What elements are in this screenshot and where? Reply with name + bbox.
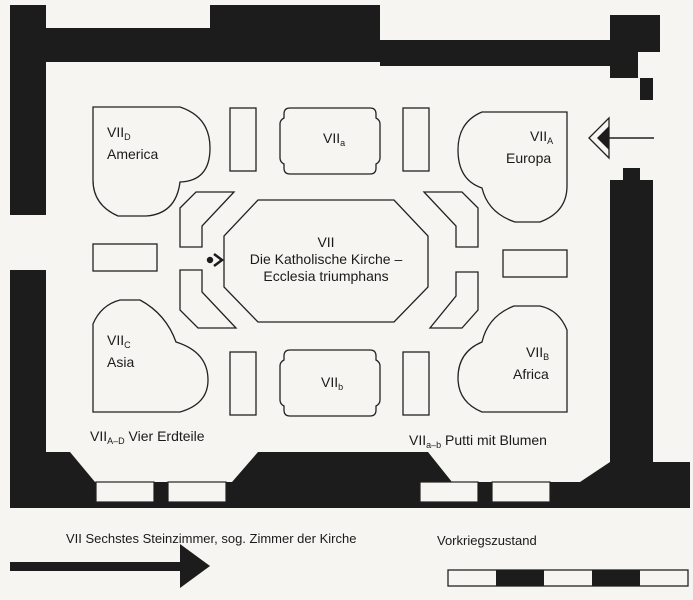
direction-arrow-head [180, 544, 210, 588]
room-label-america: VIID America [107, 124, 158, 163]
legend-right-sub: a–b [426, 440, 442, 450]
diagonal-top-right [422, 191, 479, 248]
room-e-name: Europa [506, 150, 552, 166]
entrance-arrow [588, 116, 654, 160]
legend-right-text: Putti mit Blumen [441, 432, 547, 448]
window-bay [419, 481, 479, 503]
room-b-base: VII [321, 374, 339, 390]
room-label-africa: VIIB Africa [513, 344, 549, 383]
room-c-sub: C [124, 340, 131, 350]
scale-bar-segment [496, 570, 544, 586]
legend-left-base: VII [90, 428, 108, 444]
room-d-name: America [107, 146, 159, 162]
legend-left-sub: A–D [107, 436, 125, 446]
panel-bottom-center [279, 349, 381, 417]
continent-panel-bottom-right [457, 305, 568, 413]
room-label-main: VII Die Katholische Kirche – Ecclesia tr… [228, 234, 424, 285]
room-main-line2: Die Katholische Kirche – [249, 251, 403, 267]
panel-vertical-bottom-right [402, 351, 430, 416]
central-octagon [223, 199, 429, 323]
diagonal-bottom-right [428, 271, 479, 329]
scale-bar-segment [592, 570, 640, 586]
diagonal-bottom-left [179, 269, 238, 329]
legend-right-base: VII [409, 432, 427, 448]
panel-top-center [279, 107, 381, 175]
legend-putti: VIIa–b Putti mit Blumen [409, 432, 547, 454]
room-label-b: VIIb [321, 374, 343, 396]
diagonal-top-left [179, 191, 236, 248]
room-label-asia: VIIC Asia [107, 332, 134, 371]
marker-chevron [213, 253, 225, 267]
continent-panel-bottom-left [92, 299, 209, 413]
wall-top [10, 5, 660, 215]
room-label-a: VIIa [323, 130, 345, 152]
room-main-line3: Ecclesia triumphans [263, 268, 389, 284]
direction-arrow [10, 544, 210, 588]
walls [10, 5, 690, 508]
entrance-arrow-fill [597, 126, 609, 150]
room-d-base: VII [107, 124, 125, 140]
caption-title: VII Sechstes Steinzimmer, sog. Zimmer de… [66, 531, 357, 546]
panel-side-left [92, 243, 158, 272]
panel-vertical-top-right [402, 107, 430, 172]
marker-dot [206, 256, 214, 264]
continent-panel-top-left [92, 106, 211, 217]
panel-vertical-top-left [229, 107, 257, 172]
room-c-name: Asia [107, 354, 135, 370]
wall-bottom [10, 270, 655, 508]
direction-arrow-shaft [10, 562, 190, 571]
scale-bar [447, 569, 689, 587]
continent-panel-top-right [457, 111, 568, 223]
room-e-base: VII [530, 128, 548, 144]
room-d-sub: D [124, 132, 131, 142]
window-bay [491, 481, 551, 503]
room-b-sub: b [338, 382, 344, 392]
room-label-europa: VIIA Europa [506, 128, 553, 167]
room-a-base: VII [323, 130, 341, 146]
legend-left-text: Vier Erdteile [124, 428, 205, 444]
room-f-sub: B [543, 352, 550, 362]
window-pier [478, 484, 492, 500]
panels [92, 106, 568, 417]
legend-vier-erdteile: VIIA–D Vier Erdteile [90, 428, 205, 450]
panel-side-right [502, 249, 568, 278]
room-f-base: VII [526, 344, 544, 360]
marker-icon [206, 253, 225, 267]
panel-vertical-bottom-left [229, 351, 257, 416]
caption-state: Vorkriegszustand [437, 533, 537, 548]
room-a-sub: a [340, 138, 346, 148]
window-pier [154, 484, 168, 500]
window-bay [167, 481, 227, 503]
room-c-base: VII [107, 332, 125, 348]
room-f-name: Africa [513, 366, 549, 382]
room-e-sub: A [547, 136, 554, 146]
window-bay [95, 481, 155, 503]
wall-right-lower [610, 168, 690, 508]
window-piers [154, 484, 492, 500]
room-main-line1: VII [317, 234, 335, 250]
scale-bar-frame [447, 569, 689, 587]
wall-right-upper [640, 78, 653, 100]
